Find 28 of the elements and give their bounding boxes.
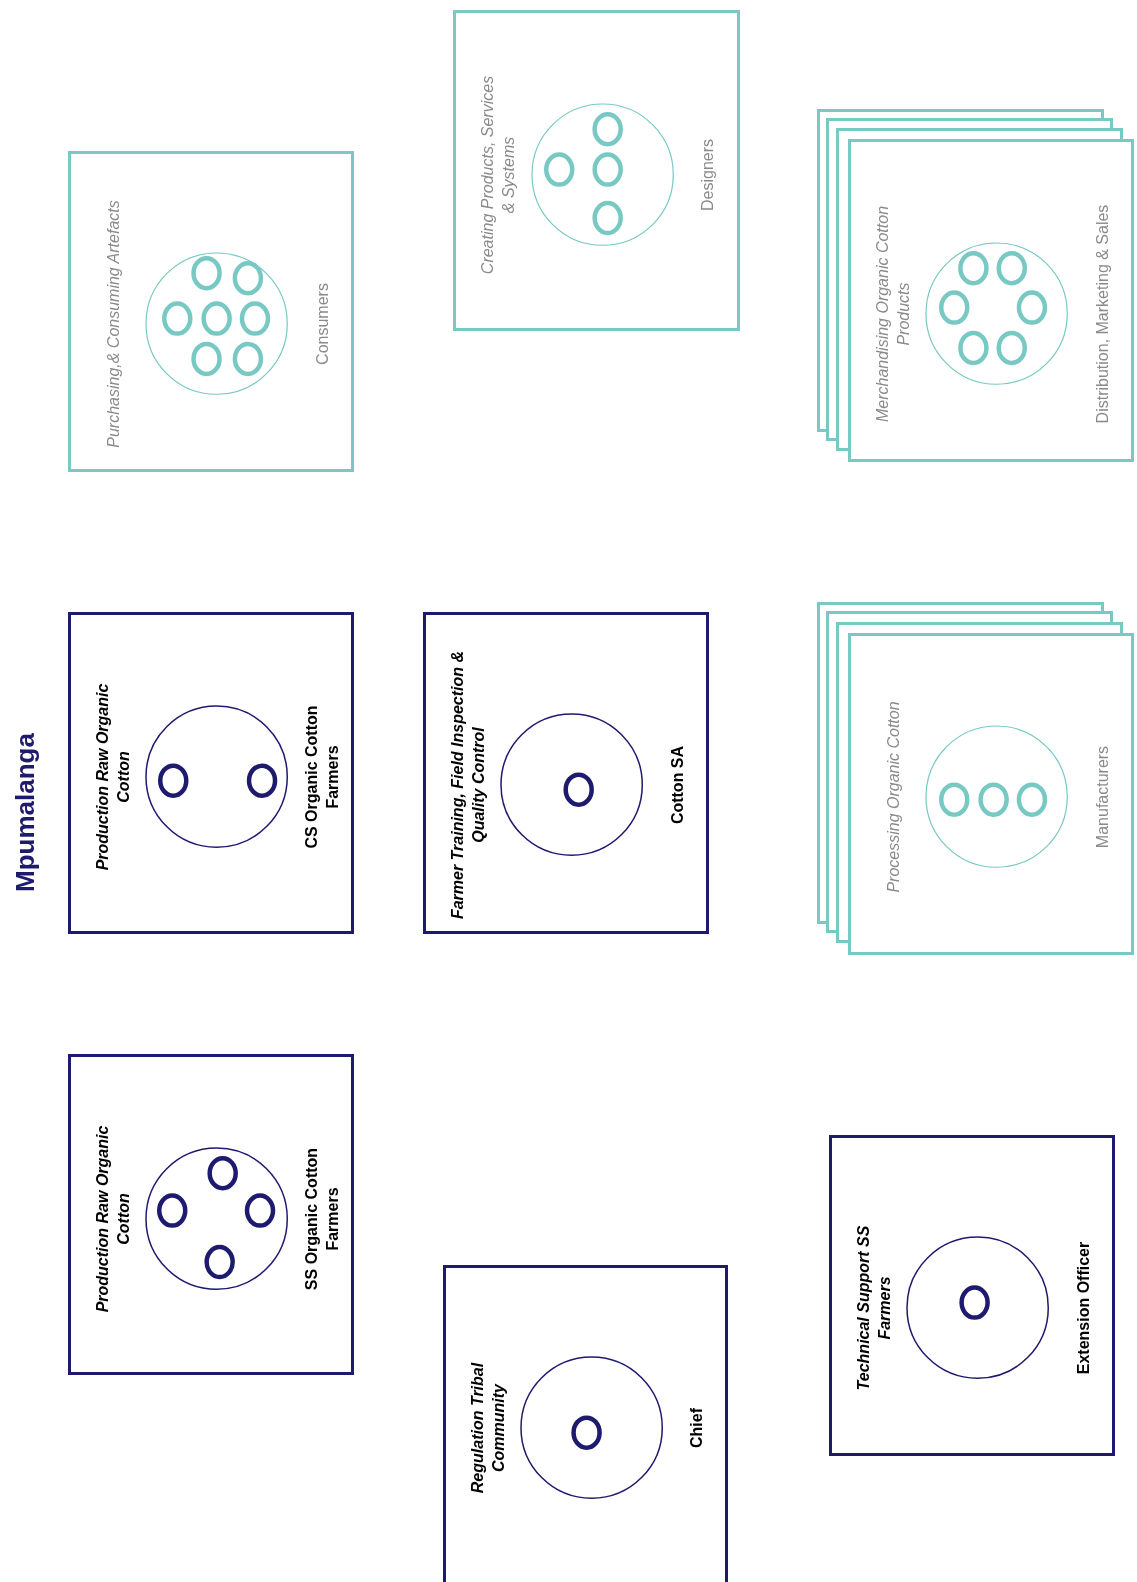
role-label: CS Organic Cotton Farmers [301, 704, 342, 851]
role-label: Designers [697, 138, 717, 211]
role-card [67, 151, 355, 473]
role-label: Distribution, Marketing & Sales [1092, 204, 1112, 424]
diagram-title: Mpumalanga [9, 732, 41, 892]
role-card [422, 612, 710, 935]
role-label: SS Organic Cotton Farmers [301, 1146, 342, 1292]
role-card [442, 1265, 729, 1582]
activity-heading: Farmer Training, Field Inspection & Quality Control [447, 649, 488, 922]
activity-heading: Technical Support SS Farmers [854, 1224, 895, 1392]
role-label: Cotton SA [667, 745, 687, 825]
activity-heading: Processing Organic Cotton [883, 701, 903, 893]
role-card [67, 1054, 355, 1376]
activity-heading: Merchandising Organic Cotton Products [872, 204, 913, 424]
activity-heading: Creating Products, Services & Systems [478, 74, 518, 275]
activity-heading: Regulation Tribal Community [468, 1361, 508, 1495]
role-card [847, 139, 1135, 463]
role-label: Chief [686, 1407, 706, 1448]
role-card [847, 632, 1135, 955]
activity-heading: Purchasing,& Consuming Artefacts [103, 200, 123, 448]
role-card [453, 10, 740, 331]
role-card [829, 1135, 1115, 1456]
role-label: Manufacturers [1092, 745, 1112, 849]
activity-heading: Production Raw Organic Cotton [92, 1124, 133, 1315]
role-card [67, 612, 355, 935]
role-label: Consumers [312, 282, 332, 365]
activity-heading: Production Raw Organic Cotton [92, 682, 133, 873]
role-label: Extension Officer [1073, 1241, 1093, 1374]
